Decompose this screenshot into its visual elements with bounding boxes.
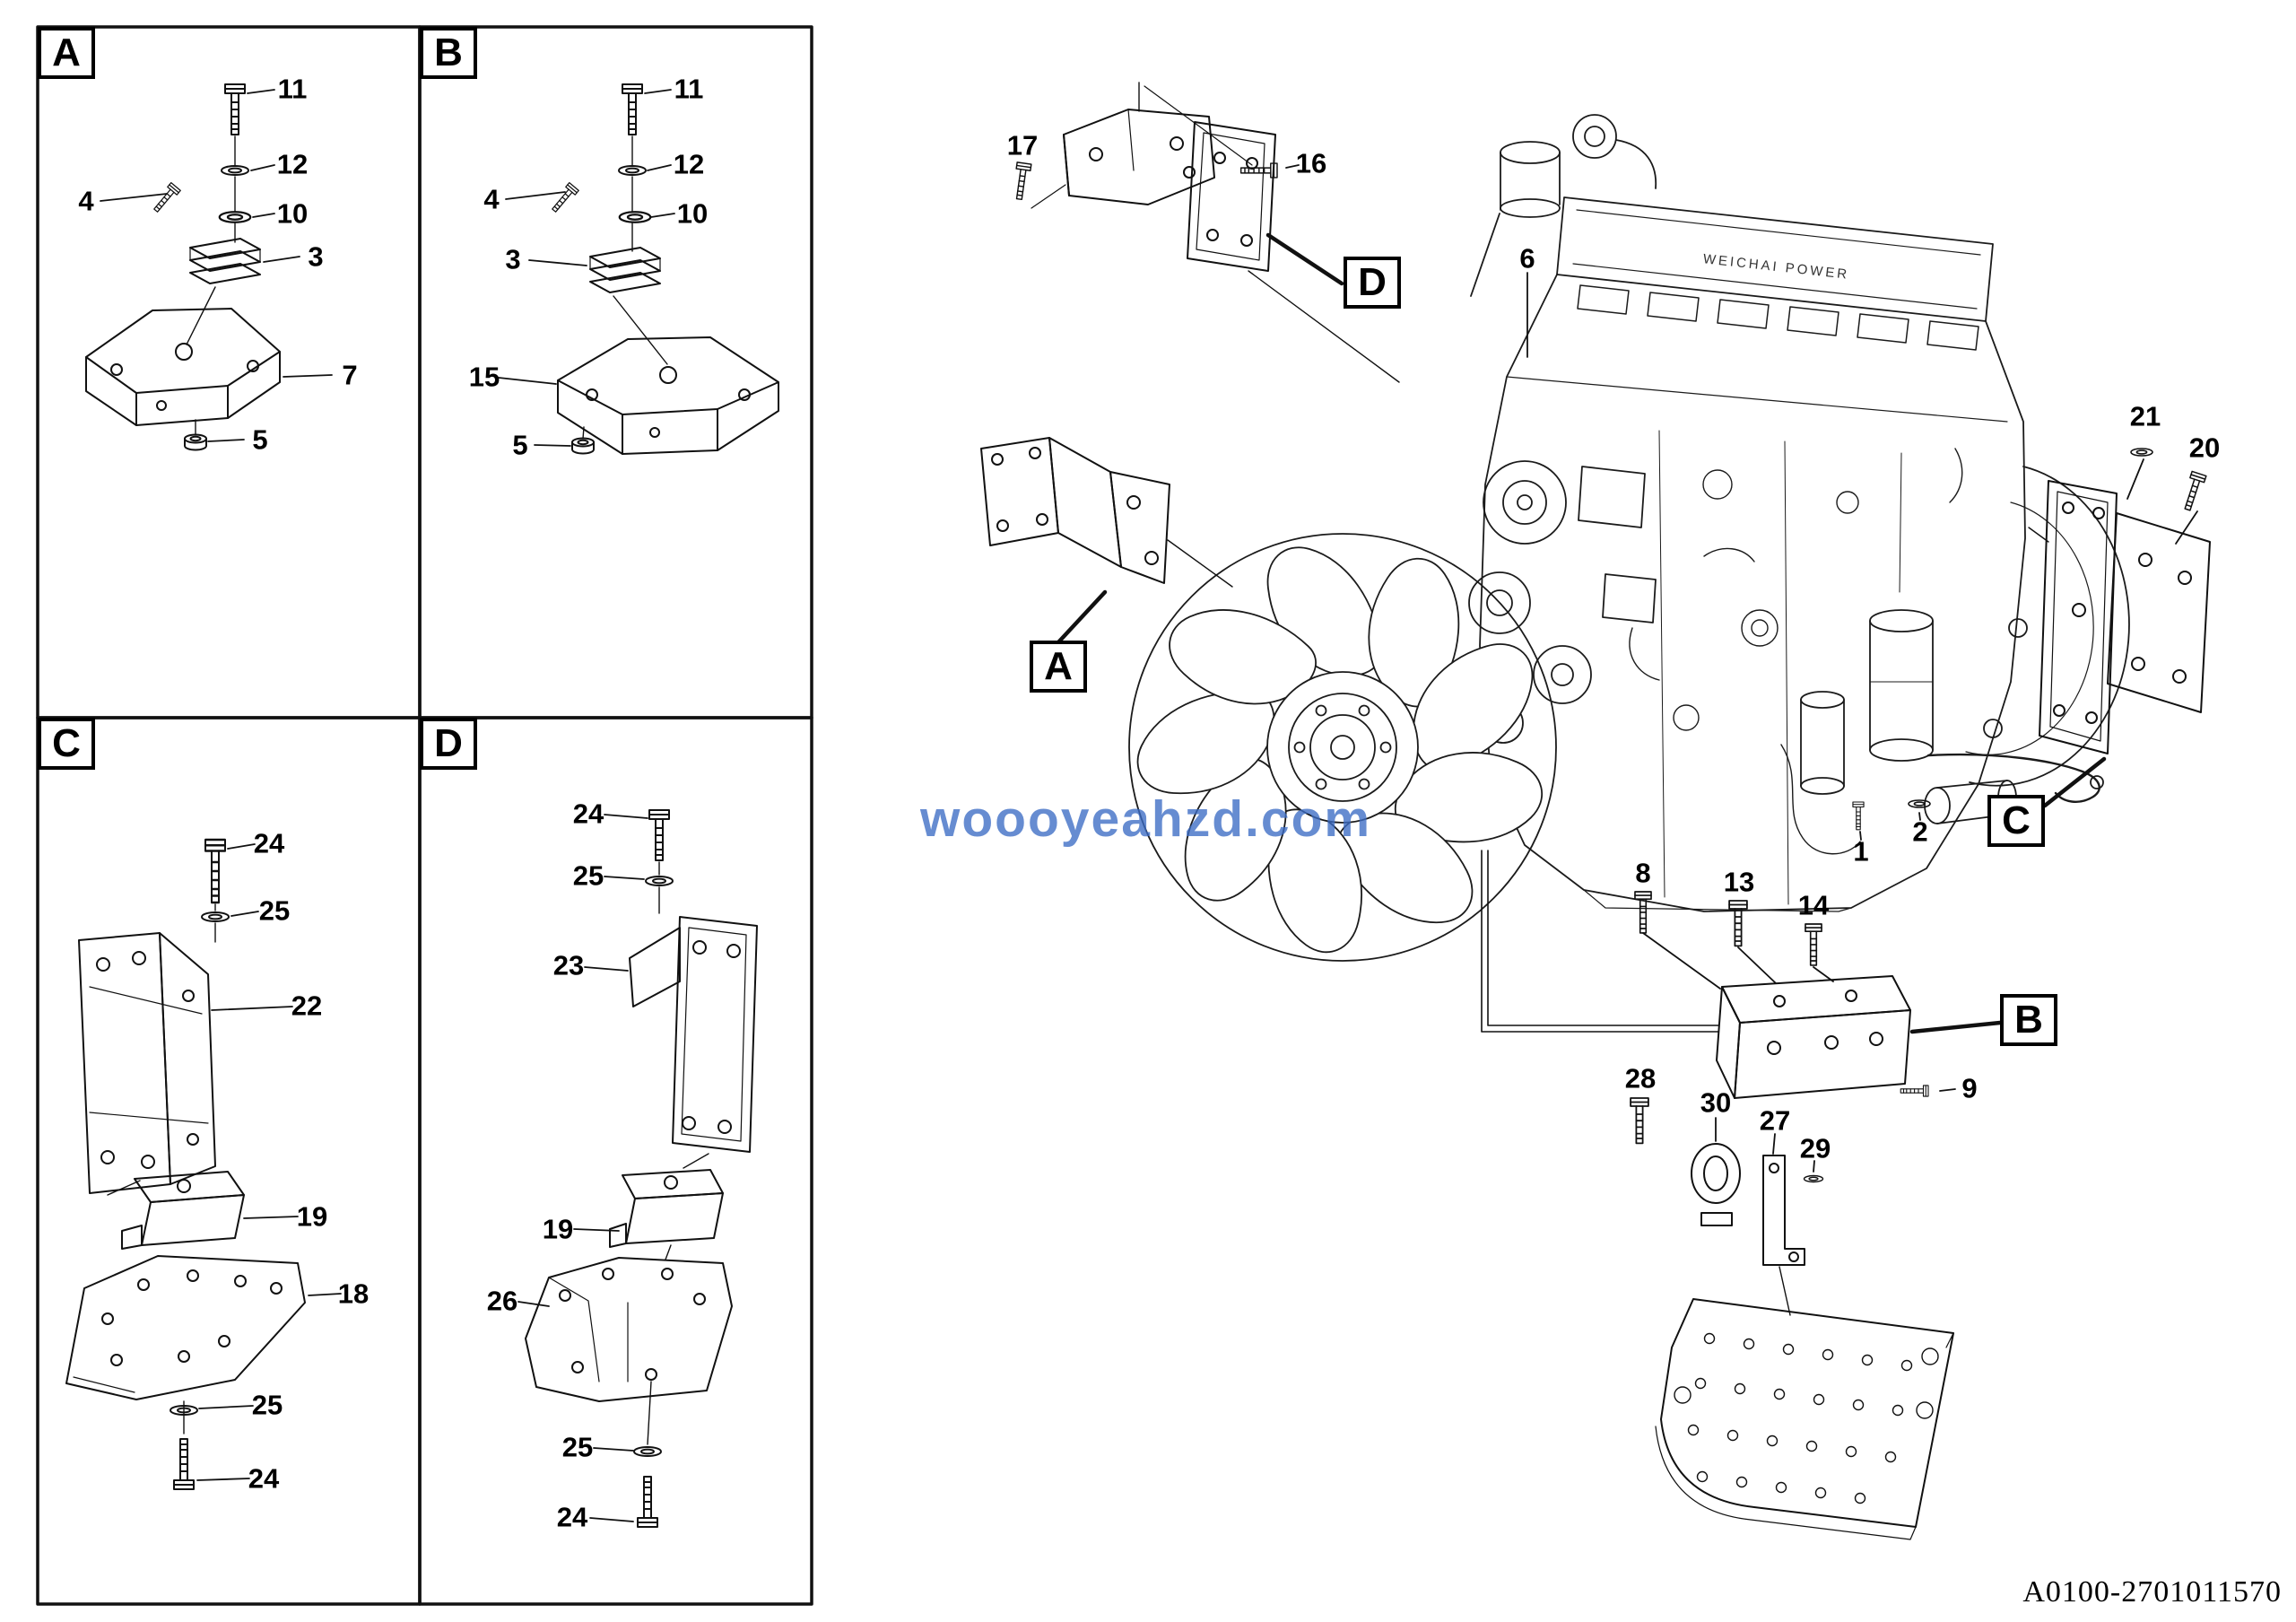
base-plate [1655,1298,1954,1540]
drawing-number: A0100-2701011570 [2022,1575,2282,1609]
callout-main-28: 28 [1624,1062,1657,1094]
callout-main-21: 21 [2129,400,2161,432]
panel-a-assembly-lines [186,135,236,436]
bracket-26 [525,1257,733,1402]
callout-main-29: 29 [1799,1132,1831,1164]
panel-c-label: C [38,718,95,770]
bracket-18 [65,1255,306,1400]
bracket-22 [78,932,216,1194]
callout-panel-a-12: 12 [276,148,309,180]
callout-panel-c-25-top: 25 [258,894,291,927]
panel-a-label: A [38,27,95,79]
callout-panel-a-5: 5 [252,423,268,456]
misc-details [1629,448,1963,855]
shackle [1691,1143,1741,1226]
callout-main-13: 13 [1723,866,1755,898]
front-accessories [1468,460,1657,744]
callout-panel-a-4: 4 [78,185,94,217]
callout-panel-c-24-bottom: 24 [248,1462,280,1495]
intake-turbo [1470,114,1657,297]
engine-brand-text: WEICHAI POWER [1702,251,1850,283]
callout-main-27: 27 [1759,1104,1791,1137]
flywheel-housing [1965,466,2130,787]
callout-main-8: 8 [1635,857,1651,889]
callout-panel-d-23: 23 [552,949,585,981]
callout-panel-b-12: 12 [673,148,705,180]
bracket-d-assembly [1011,82,1400,383]
callout-main-2: 2 [1912,815,1928,848]
panel-frames [36,25,813,1606]
watermark-text: woooyeahzd.com [920,790,1372,848]
panel-a-drawing [85,83,333,451]
view-box-d: D [1344,257,1401,309]
view-box-arrows [1056,232,2107,1034]
panel-b-label: B [420,27,477,79]
callout-panel-d-24-bottom: 24 [556,1501,588,1533]
panel-b-leaders [498,89,675,447]
panel-c-drawing [65,838,342,1490]
bracket-c-assembly [2028,448,2211,754]
main-leaders [1285,164,2198,1173]
mount-19-c [121,1171,245,1250]
panel-d-leaders [517,814,648,1522]
panel-b-drawing [498,83,779,455]
callout-panel-a-7: 7 [342,359,358,391]
callout-panel-d-26: 26 [486,1285,518,1317]
panel-c-leaders [196,843,342,1481]
panel-c-assembly-lines [107,903,216,1435]
engine-block [1479,274,2026,912]
view-box-c: C [1987,795,2045,847]
panel-b-assembly-lines [582,135,668,440]
callout-panel-c-22: 22 [291,990,323,1022]
callout-main-9: 9 [1961,1072,1978,1104]
valve-cover: WEICHAI POWER [1556,196,1994,322]
callout-panel-c-24-top: 24 [253,827,285,859]
callout-panel-a-3: 3 [308,240,324,273]
callout-panel-b-11: 11 [674,73,704,105]
callout-panel-b-15: 15 [468,361,500,393]
callout-panel-c-18: 18 [337,1278,370,1310]
callout-main-1: 1 [1853,835,1869,868]
callout-panel-b-3: 3 [505,243,521,275]
callout-panel-b-4: 4 [483,183,500,215]
panel-d-assembly-lines [647,861,709,1445]
view-box-b: B [2000,994,2057,1046]
strip-bracket-27 [1762,1155,1805,1316]
panel-d-label: D [420,718,477,770]
callout-main-30: 30 [1700,1086,1732,1119]
callout-panel-d-25-bottom: 25 [561,1431,594,1463]
fan [1128,533,1557,962]
callout-main-20: 20 [2188,432,2221,464]
callout-panel-b-10: 10 [676,197,709,230]
callout-main-16: 16 [1295,147,1327,179]
callout-panel-c-19: 19 [296,1200,328,1233]
bracket-b-assembly [1481,850,1929,1099]
bracket-15 [557,336,779,455]
callout-panel-d-25-top: 25 [572,859,604,892]
filters [1800,609,1934,795]
bracket-a-assembly [980,437,1233,588]
callout-panel-d-24-top: 24 [572,798,604,830]
sensor-cable [1926,753,2104,803]
callout-main-17: 17 [1006,129,1039,161]
mount-19-d [609,1169,724,1248]
callout-main-14: 14 [1797,889,1830,921]
panel-a-leaders [100,89,333,442]
callout-panel-d-19: 19 [542,1213,574,1245]
callout-panel-a-10: 10 [276,197,309,230]
panel-d-drawing [517,809,758,1528]
bracket-23 [629,916,758,1153]
view-box-a: A [1030,641,1087,693]
callout-panel-c-25-bottom: 25 [251,1389,283,1421]
rocker-humps [1577,284,1979,351]
callout-main-6: 6 [1519,242,1535,275]
callout-panel-b-5: 5 [512,429,528,461]
bracket-7 [85,308,281,426]
callout-panel-a-11: 11 [277,73,308,105]
